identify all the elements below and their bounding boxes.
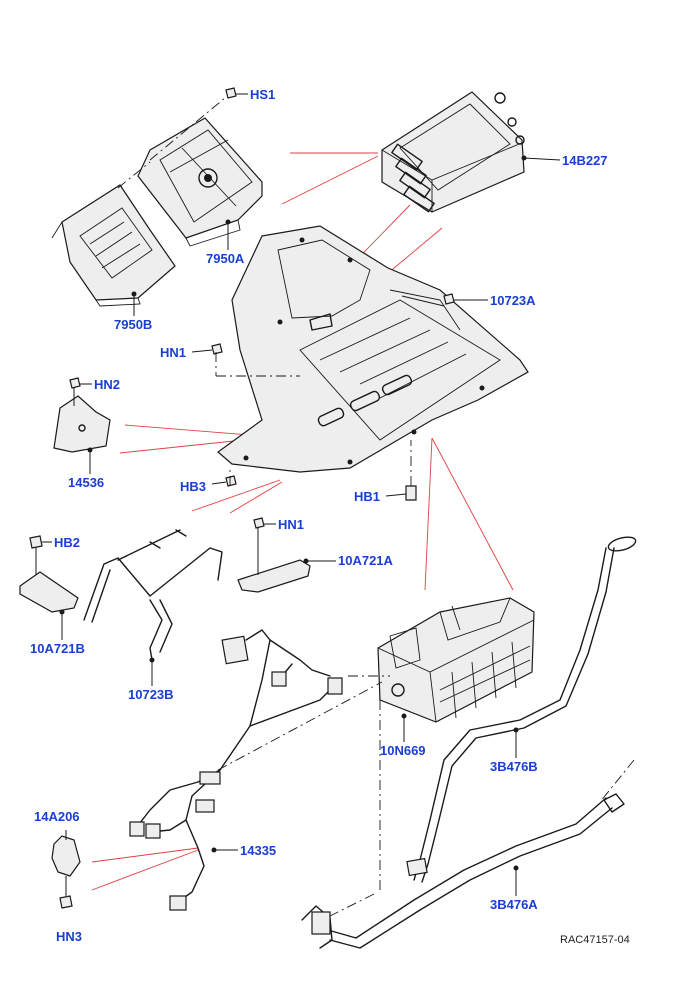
bracket-14a206 xyxy=(51,830,81,896)
support-frame-10723b xyxy=(83,529,223,661)
label-10a721b: 10A721B xyxy=(30,641,85,656)
label-14536: 14536 xyxy=(68,475,105,490)
label-14b227: 14B227 xyxy=(562,153,608,168)
label-14335: 14335 xyxy=(240,843,277,858)
control-module-cover xyxy=(137,117,263,247)
label-hs1: HS1 xyxy=(250,87,276,102)
bracket-14536 xyxy=(53,386,111,453)
label-3b476a: 3B476A xyxy=(490,897,538,912)
label-10723b: 10723B xyxy=(128,687,174,702)
coolant-hose-3b476a xyxy=(301,793,625,949)
label-10a721a: 10A721A xyxy=(338,553,393,568)
label-hb3: HB3 xyxy=(180,479,207,494)
label-hb1: HB1 xyxy=(354,489,381,504)
bracket-10a721a xyxy=(237,527,311,593)
label-7950b: 7950B xyxy=(114,317,153,332)
label-leaders xyxy=(42,93,561,896)
label-7950a: 7950A xyxy=(206,251,245,266)
control-module-tray xyxy=(51,184,176,307)
electronic-module xyxy=(381,91,525,213)
label-hn3: HN3 xyxy=(56,929,83,944)
label-hn2: HN2 xyxy=(94,377,121,392)
label-3b476b: 3B476B xyxy=(490,759,538,774)
battery-unit xyxy=(377,597,535,723)
battery-support-tray xyxy=(217,225,529,473)
fasteners xyxy=(29,87,455,909)
label-10723a: 10723A xyxy=(490,293,536,308)
wiring-harness xyxy=(129,629,343,911)
coolant-hose-3b476b xyxy=(406,536,637,883)
bracket-10a721b xyxy=(19,545,79,613)
label-hb2: HB2 xyxy=(54,535,81,550)
label-hn1-top: HN1 xyxy=(160,345,187,360)
label-10n669: 10N669 xyxy=(380,743,426,758)
drawing-reference-number: RAC47157-04 xyxy=(560,934,630,946)
label-hn1-mid: HN1 xyxy=(278,517,305,532)
label-14a206: 14A206 xyxy=(34,809,80,824)
